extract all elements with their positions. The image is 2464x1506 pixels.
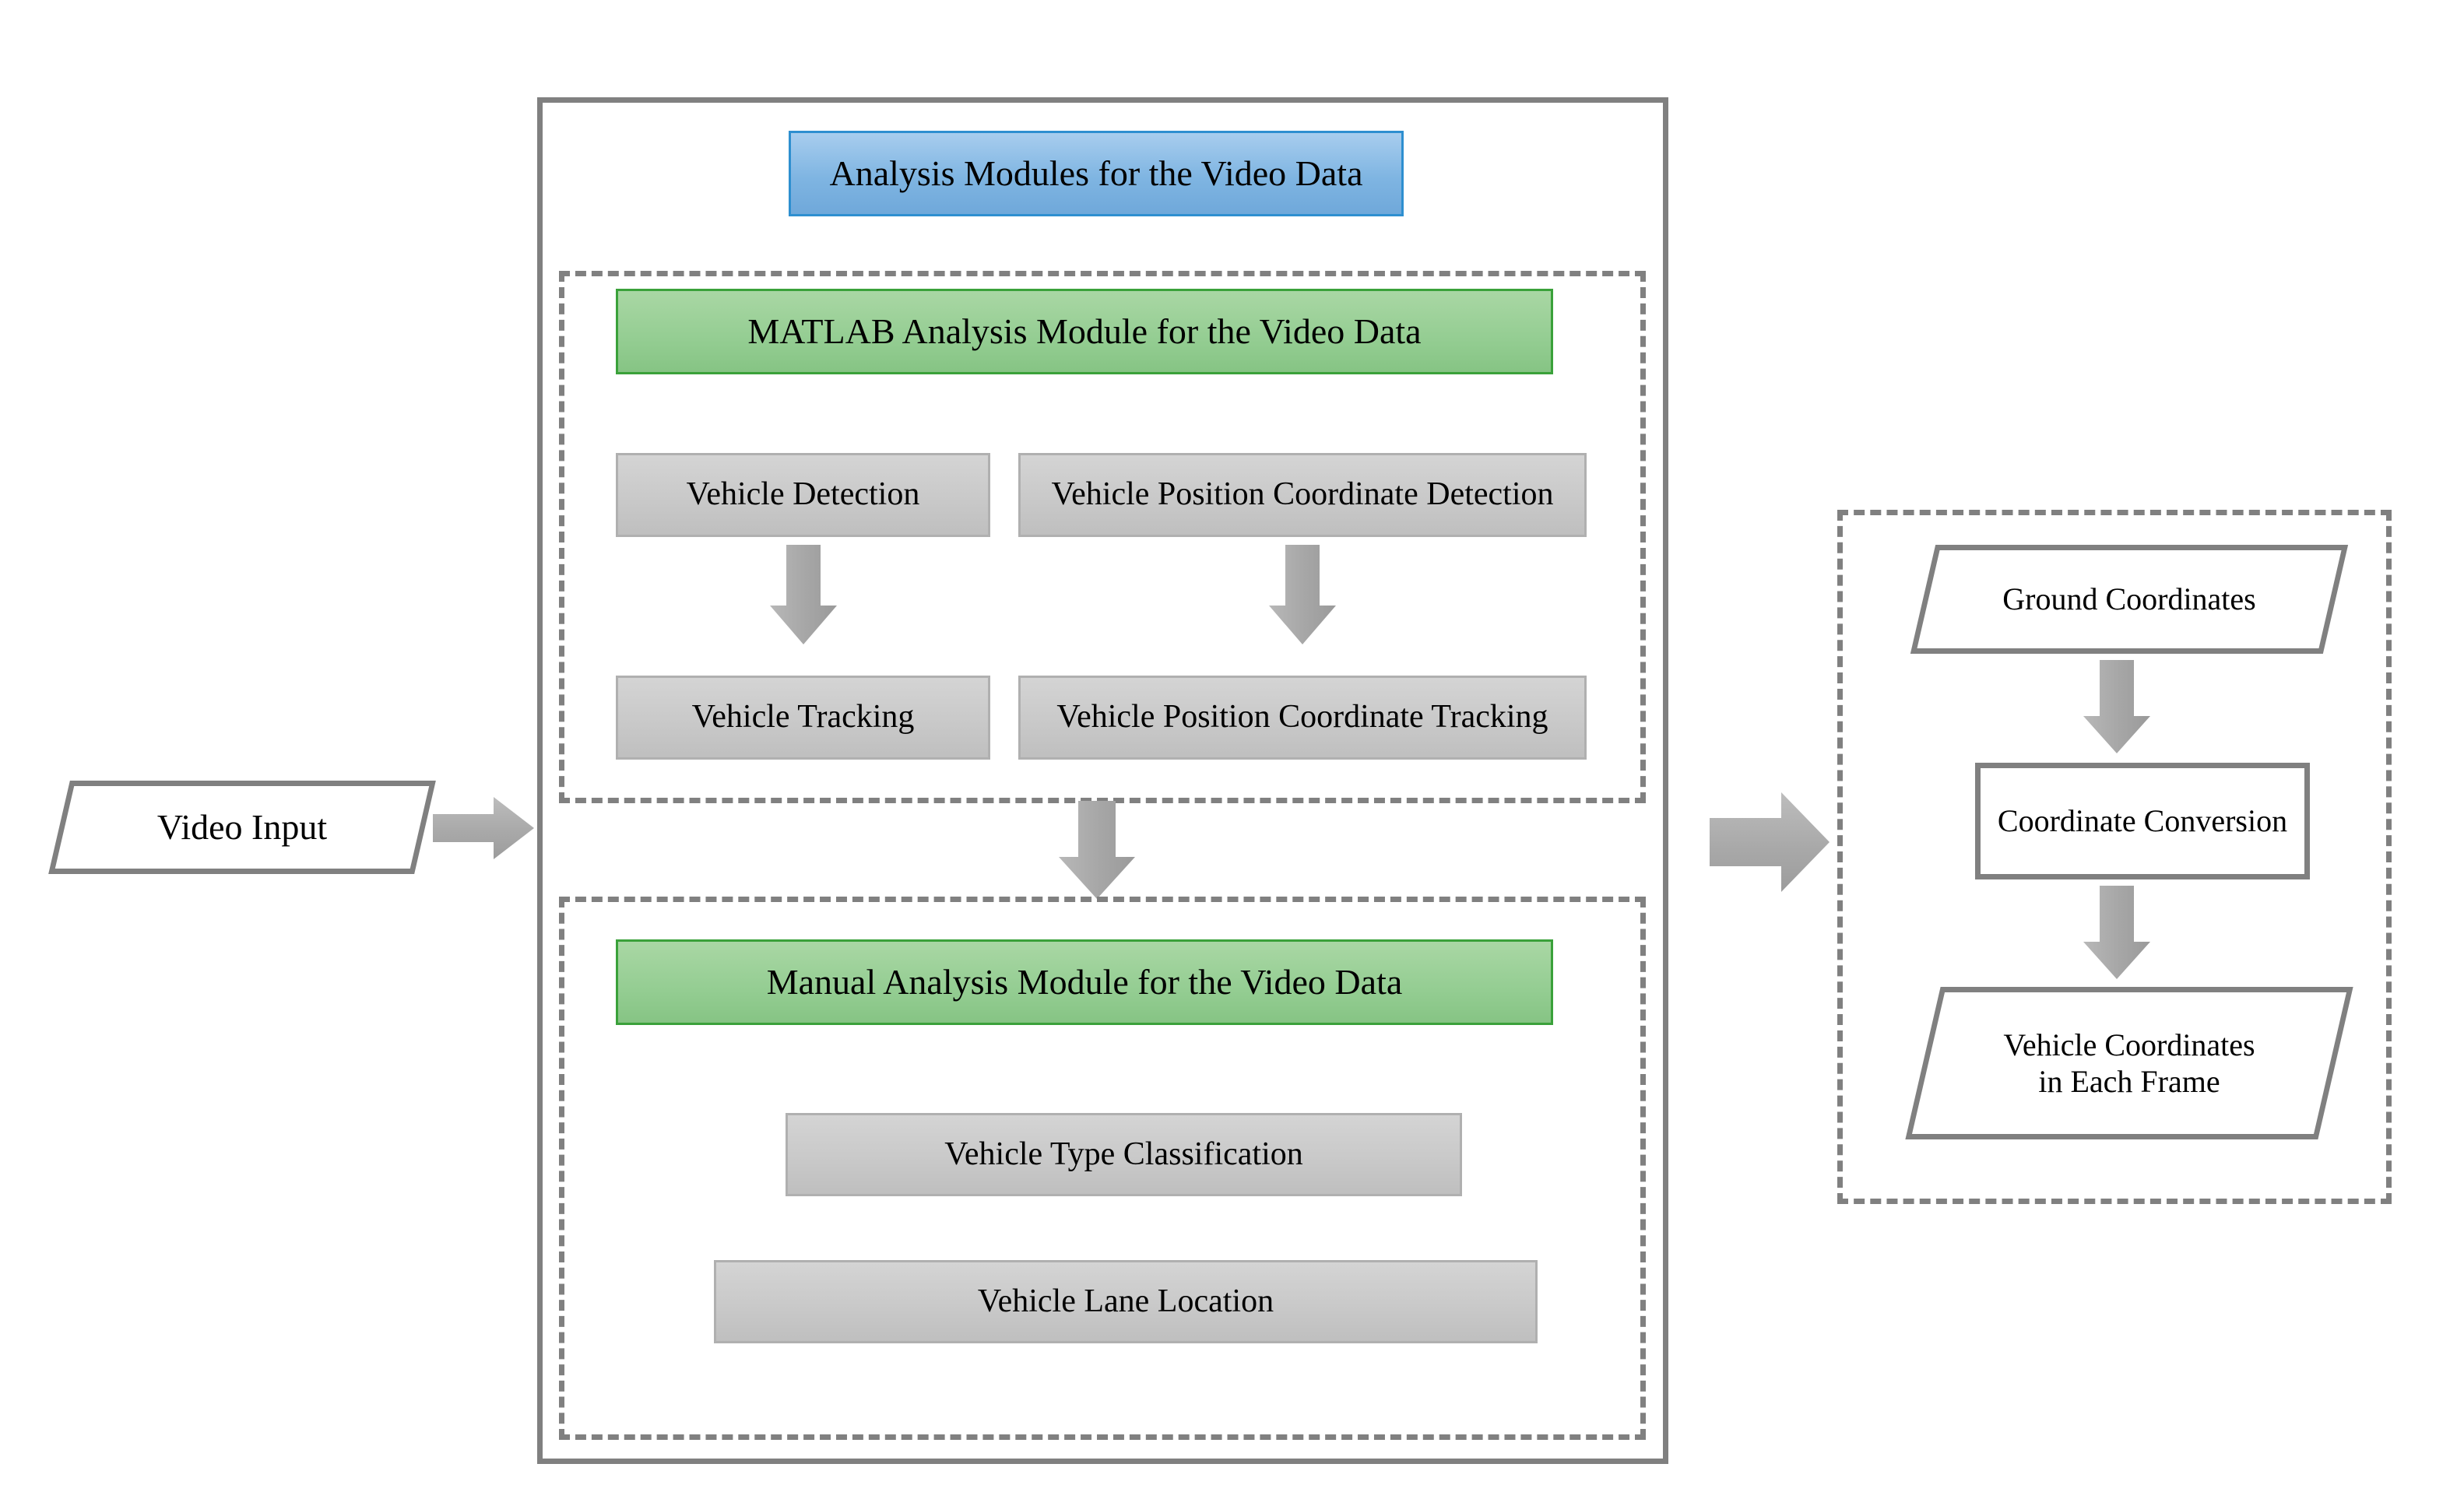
arrow-down-icon — [2083, 660, 2150, 753]
vehicle-position-coordinate-tracking-box[interactable]: Vehicle Position Coordinate Tracking — [1018, 676, 1587, 760]
manual-module-header[interactable]: Manual Analysis Module for the Video Dat… — [616, 939, 1553, 1025]
vehicle-lane-location-box[interactable]: Vehicle Lane Location — [714, 1260, 1538, 1343]
analysis-modules-title-box[interactable]: Analysis Modules for the Video Data — [789, 131, 1404, 216]
arrow-conversion-to-vehicle-coordinates — [2083, 886, 2150, 979]
ground-coordinates-node[interactable]: Ground Coordinates — [1910, 545, 2349, 654]
arrow-position-detection-to-position-tracking — [1269, 545, 1336, 644]
arrow-right-icon — [433, 797, 534, 859]
arrow-down-icon — [1269, 545, 1336, 644]
arrow-down-icon — [1059, 801, 1135, 899]
arrow-ground-to-conversion — [2083, 660, 2150, 753]
manual-module-panel — [559, 897, 1646, 1440]
matlab-module-panel — [559, 271, 1646, 803]
arrow-matlab-to-manual — [1059, 801, 1135, 899]
arrow-down-icon — [770, 545, 837, 644]
vehicle-coordinates-label: Vehicle Coordinates in Each Frame — [2003, 1027, 2255, 1099]
arrow-down-icon — [2083, 886, 2150, 979]
arrow-input-to-modules — [433, 797, 534, 859]
arrow-detection-to-tracking — [770, 545, 837, 644]
coordinate-module-panel — [1837, 510, 2392, 1204]
video-input-node[interactable]: Video Input — [48, 781, 436, 874]
vehicle-type-classification-box[interactable]: Vehicle Type Classification — [786, 1113, 1462, 1196]
ground-coordinates-label: Ground Coordinates — [2002, 581, 2256, 617]
video-input-label: Video Input — [156, 806, 328, 847]
vehicle-position-coordinate-detection-box[interactable]: Vehicle Position Coordinate Detection — [1018, 453, 1587, 537]
vehicle-coordinates-node[interactable]: Vehicle Coordinates in Each Frame — [1905, 987, 2353, 1139]
vehicle-detection-box[interactable]: Vehicle Detection — [616, 453, 990, 537]
vehicle-tracking-box[interactable]: Vehicle Tracking — [616, 676, 990, 760]
arrow-modules-to-coordinates — [1710, 792, 1830, 892]
arrow-right-icon — [1710, 792, 1830, 892]
matlab-module-header[interactable]: MATLAB Analysis Module for the Video Dat… — [616, 289, 1553, 374]
coordinate-conversion-box[interactable]: Coordinate Conversion — [1975, 763, 2310, 879]
